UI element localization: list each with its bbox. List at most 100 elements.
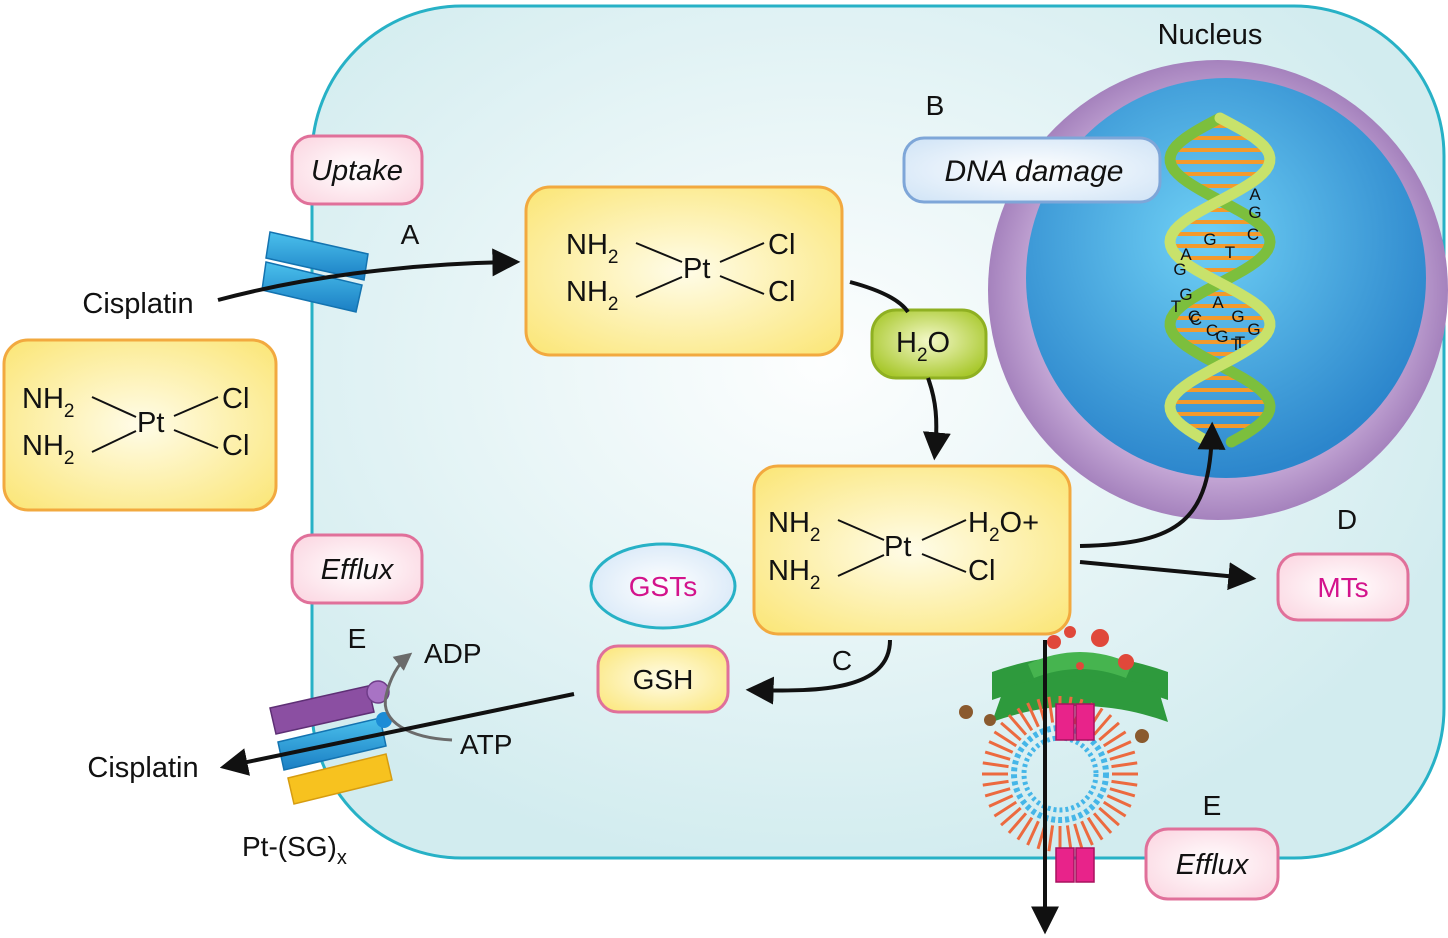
vesicle-lipid-tail xyxy=(984,787,1011,798)
vesicle-lipid-tail xyxy=(1026,702,1040,728)
dna-base-letter: G xyxy=(1203,230,1216,249)
cisplatin-in-label: Cisplatin xyxy=(82,288,193,320)
aquated-cisplatin-box xyxy=(752,464,1072,636)
svg-text:Pt: Pt xyxy=(884,531,911,563)
vesicle-lipid-tail xyxy=(1026,820,1040,846)
vesicle-lipid-tail xyxy=(1092,812,1113,834)
vesicle-lipid-tail xyxy=(1016,707,1034,732)
vesicle-lipid-tail xyxy=(993,730,1018,748)
vesicle-lipid-tail xyxy=(1016,816,1034,841)
step-b-label: B xyxy=(926,90,945,121)
vesicle-lipid-tail xyxy=(1007,812,1028,834)
pathway-arrows xyxy=(217,248,1257,935)
svg-text:Pt: Pt xyxy=(683,253,710,285)
dna-base-letter: C xyxy=(1247,225,1259,244)
aquated-cisplatin-structure: NH2 NH2 Pt H2O+ Cl xyxy=(768,507,1039,594)
dna-base-letter: A xyxy=(1180,245,1192,264)
vesicle-lipid-tail xyxy=(1102,730,1127,748)
atp-label: ATP xyxy=(460,729,512,760)
arrow-efflux-out xyxy=(219,692,575,776)
dna-base-letter: G xyxy=(1248,203,1261,222)
svg-text:NH2: NH2 xyxy=(22,383,74,422)
dna-base-letter: A xyxy=(1249,185,1261,204)
vesicle-lipid-tail xyxy=(1092,714,1113,736)
golgi-vesicle-export xyxy=(959,626,1168,883)
svg-text:Cl: Cl xyxy=(768,276,795,308)
extracellular-cisplatin-box xyxy=(2,338,278,512)
gsts-label: GSTs xyxy=(629,571,697,602)
efflux-box-left xyxy=(290,533,424,605)
step-c-label: C xyxy=(832,645,852,676)
vesicle-lipid-tail xyxy=(988,794,1014,808)
vesicle-lipid-tail xyxy=(1047,696,1055,723)
dna-base-letter: C xyxy=(1188,307,1200,326)
vesicle-lipid-tail xyxy=(1000,806,1022,827)
svg-text:Pt: Pt xyxy=(137,407,164,439)
dna-base-letter: T xyxy=(1171,297,1181,316)
svg-text:Cl: Cl xyxy=(968,555,995,587)
vesicle-lipid-tail xyxy=(1111,761,1138,769)
intracellular-cisplatin-structure: NH2 NH2 Pt Cl Cl xyxy=(566,229,795,315)
arrow-to-gsh xyxy=(745,639,892,705)
dna-base-letter: C xyxy=(1190,310,1202,329)
step-e-label-right: E xyxy=(1203,790,1222,821)
vesicle-lipid-tail xyxy=(982,761,1009,769)
dna-base-letter: C xyxy=(1206,321,1218,340)
arrow-to-dna xyxy=(1079,421,1226,548)
arrow-hydration-in xyxy=(849,280,910,314)
dna-base-letter: T xyxy=(1231,335,1241,354)
dna-base-letter: G xyxy=(1231,307,1244,326)
step-a-label: A xyxy=(401,219,420,250)
vesicle-lipid-tail xyxy=(988,740,1014,754)
dna-base-letter: T xyxy=(1235,333,1245,352)
arrow-uptake xyxy=(217,248,521,302)
atp-adp-curve xyxy=(383,652,453,742)
uptake-box xyxy=(290,134,424,206)
efflux-label-right: Efflux xyxy=(1176,849,1250,881)
gsts-ellipse xyxy=(589,542,737,630)
vesicle-lipid-tail xyxy=(1065,825,1073,852)
dna-base-letter: G xyxy=(1247,320,1260,339)
arrow-hydration-out xyxy=(922,377,951,461)
svg-text:NH2: NH2 xyxy=(768,507,820,546)
vesicle-lipid-tail xyxy=(1098,806,1120,827)
dna-base-letter: G xyxy=(1179,285,1192,304)
svg-text:NH2: NH2 xyxy=(768,555,820,594)
gsh-label: GSH xyxy=(633,664,694,695)
vesicle-lipid-tail xyxy=(1000,721,1022,742)
svg-text:H2O+: H2O+ xyxy=(968,507,1039,546)
dna-base-letter: T xyxy=(1225,243,1235,262)
vesicle-lipid-tail xyxy=(1111,779,1138,787)
vesicle-lipid-tail xyxy=(1080,820,1094,846)
vesicle-lipid-tail xyxy=(1098,721,1120,742)
extracellular-cisplatin-structure: NH2 NH2 Pt Cl Cl xyxy=(22,383,249,469)
mts-label: MTs xyxy=(1317,572,1368,603)
dna-damage-label: DNA damage xyxy=(945,155,1124,188)
nucleus-label: Nucleus xyxy=(1158,19,1263,51)
vesicle-lipid-tail xyxy=(1109,750,1136,761)
adp-label: ADP xyxy=(424,638,482,669)
dna-damage-box xyxy=(902,136,1162,204)
svg-text:NH2: NH2 xyxy=(566,229,618,268)
vesicle-lipid-tail xyxy=(1007,714,1028,736)
vesicle-lipid-tail xyxy=(982,779,1009,787)
svg-text:NH2: NH2 xyxy=(22,430,74,469)
water-label: H2O xyxy=(896,327,950,366)
vesicle-lipid-tail xyxy=(1106,740,1132,754)
dna-strand-front xyxy=(1164,112,1276,448)
dna-base-letter: G xyxy=(1173,260,1186,279)
gsh-box xyxy=(596,644,730,714)
svg-text:Cl: Cl xyxy=(222,430,249,462)
vesicle-lipid-tail xyxy=(993,800,1018,818)
arrow-to-mts xyxy=(1079,560,1257,591)
efflux-box-right xyxy=(1144,827,1280,901)
vesicle-lipid-tail xyxy=(1106,794,1132,808)
vesicle-lipid-tail xyxy=(1086,816,1104,841)
dna-base-letter: G xyxy=(1215,327,1228,346)
pt-sg-label: Pt-(SG)x xyxy=(242,831,347,869)
svg-text:NH2: NH2 xyxy=(566,276,618,315)
intracellular-cisplatin-box xyxy=(524,185,844,357)
vesicle-lipid-tail xyxy=(1073,823,1084,850)
